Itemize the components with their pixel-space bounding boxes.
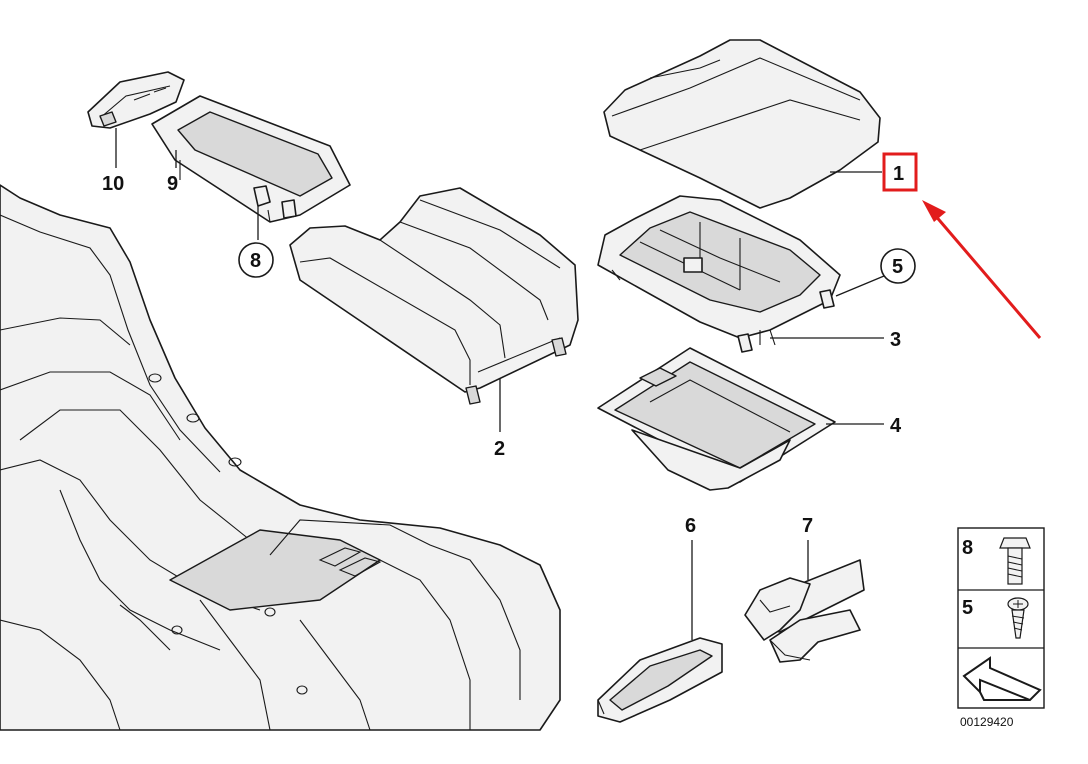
callout-circle-5: [880, 248, 916, 284]
callout-label-7: 7: [802, 515, 813, 537]
legend-label-5: 5: [962, 597, 973, 619]
highlight-box: [882, 152, 918, 192]
part-9-tray: [151, 95, 351, 223]
callout-label-6: 6: [685, 515, 696, 537]
part-7-cup-holder: [744, 559, 865, 663]
part-6-insert: [597, 637, 723, 723]
part-3-mechanism-plate: [597, 195, 841, 353]
part-4-storage-bin: [597, 347, 836, 491]
callout-circle-8: [238, 242, 274, 278]
screw-icon: [1007, 597, 1029, 639]
callout-label-4: 4: [890, 415, 902, 437]
part-2-armrest-base: [289, 187, 579, 405]
fastener-legend: 8 5: [957, 527, 1045, 709]
diagram-number: 00129420: [960, 715, 1014, 729]
callout-label-5: 5: [892, 256, 903, 278]
callout-label-2: 2: [494, 438, 505, 460]
callout-label-10: 10: [102, 173, 124, 195]
center-console-base: [0, 184, 561, 731]
red-pointer-arrow-icon: [922, 200, 1042, 339]
part-10-clip: [87, 71, 185, 129]
legend-label-8: 8: [962, 537, 973, 559]
callout-label-1: 1: [893, 163, 904, 185]
part-1-armrest-lid: [603, 39, 881, 209]
bolt-icon: [999, 537, 1031, 585]
callout-label-8: 8: [250, 250, 261, 272]
direction-arrow-icon: [962, 656, 1042, 702]
callout-label-3: 3: [890, 329, 901, 351]
callout-label-9: 9: [167, 173, 178, 195]
